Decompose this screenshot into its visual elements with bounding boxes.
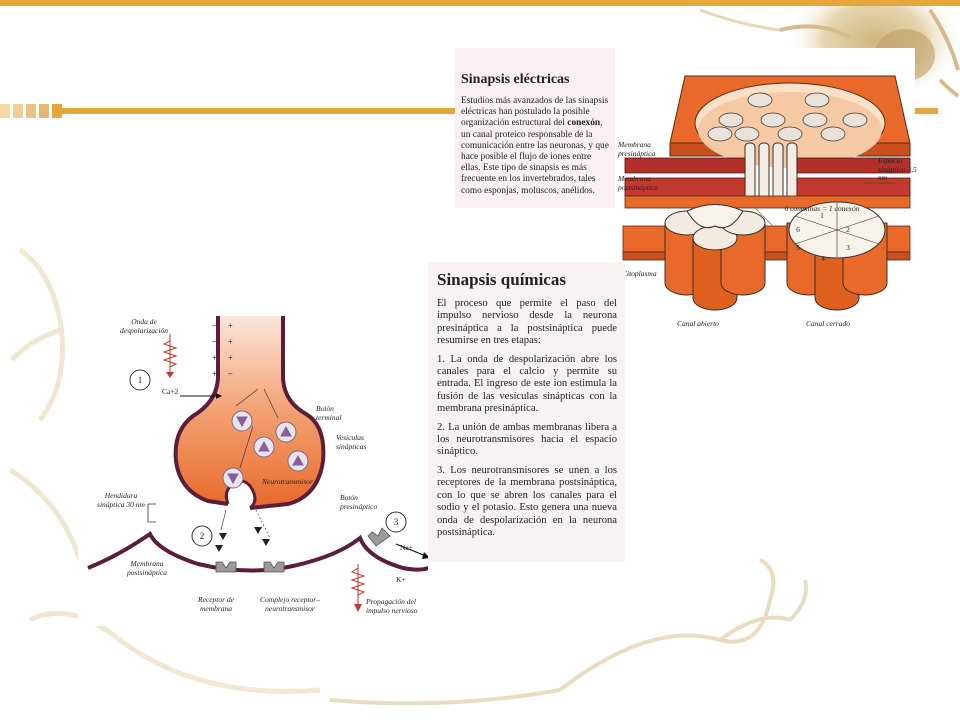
- connexin-number: 6: [796, 225, 800, 234]
- chemical-paragraph: 3. Los neurotransmisores se unen a los r…: [437, 464, 617, 538]
- membrane-charges: – + – + + + + –: [212, 321, 233, 378]
- top-accent-bar: [0, 0, 960, 6]
- connexin-number: 1: [820, 211, 824, 220]
- chemical-paragraph: 1. La onda de despolarización abre los c…: [437, 353, 617, 415]
- label-receptor-complex: Complejo receptor–neurotransmisor: [260, 595, 320, 613]
- label-synaptic-cleft: Hendidura sináptica 30 nm: [97, 491, 145, 509]
- chemical-synapse-text-panel: [425, 262, 625, 562]
- electrical-synapse-title: Sinapsis eléctricas: [461, 72, 570, 87]
- label-presynaptic-button: Botón presináptico: [340, 493, 378, 511]
- label-neurotransmitter: Neurotransmisor: [262, 477, 313, 486]
- label-terminal-button: Botón terminal: [316, 404, 342, 422]
- label-postsynaptic-membrane-chemical: Membrana postsináptica: [126, 559, 167, 577]
- svg-text:–: –: [212, 321, 217, 330]
- step-2-circle: [191, 525, 213, 547]
- svg-text:–: –: [228, 369, 233, 378]
- propagation-arrow: [350, 564, 366, 612]
- closed-channel: [786, 201, 888, 311]
- synaptic-vesicles: [222, 410, 309, 489]
- label-impulse-propagation: Propagación del impulso nervioso: [366, 597, 418, 615]
- membrane-receptors: [215, 527, 391, 573]
- chemical-synapse-title: Sinapsis químicas: [437, 270, 566, 289]
- svg-text:+: +: [228, 321, 233, 330]
- neuron-decoration-left: [8, 247, 321, 694]
- connexin-number: 5: [796, 243, 800, 252]
- depolarization-arrow: [162, 334, 178, 378]
- label-potassium: K+: [396, 575, 406, 584]
- accent-squares: [0, 104, 62, 118]
- label-synaptic-space: Espacio sináptico 3,5 nm: [878, 156, 917, 182]
- label-presynaptic-membrane-electrical: Membrana presináptica: [618, 140, 656, 158]
- neuron-decoration-bottom-right: [329, 558, 808, 706]
- electrical-synapse-diagram: [455, 48, 911, 311]
- label-sodium: Na+: [400, 543, 413, 552]
- electrical-text-part-2: , un canal proteico responsable de la co…: [461, 118, 609, 196]
- electrical-synapse-text: Estudios más avanzados de las sinapsis e…: [461, 96, 609, 197]
- label-cytoplasm: Citoplasma: [622, 269, 657, 278]
- label-synaptic-vesicles: Vesículas sinápticas: [336, 433, 367, 451]
- label-open-channel: Canal abierto: [677, 319, 719, 328]
- step-1-circle: [129, 369, 151, 391]
- svg-text:+: +: [228, 353, 233, 362]
- svg-text:+: +: [212, 353, 217, 362]
- chemical-synapse-text: El proceso que permite el paso del impul…: [437, 298, 617, 545]
- connexon-tops: [707, 92, 868, 142]
- chemical-paragraph: El proceso que permite el paso del impul…: [437, 298, 617, 347]
- label-postsynaptic-membrane-electrical: Membrana postsináptica: [618, 174, 659, 192]
- step-2-number: 2: [199, 531, 205, 541]
- svg-text:+: +: [228, 337, 233, 346]
- connexin-number: 3: [846, 243, 850, 252]
- step-3-circle: [385, 511, 407, 533]
- electrical-text-part-1: Estudios más avanzados de las sinapsis e…: [461, 96, 609, 129]
- chemical-synapse-panel: – + – + + + + –: [78, 246, 428, 626]
- svg-text:–: –: [212, 337, 217, 346]
- step-3-number: 3: [393, 517, 399, 527]
- connexin-number: 2: [846, 225, 850, 234]
- step-1-number: 1: [137, 375, 143, 385]
- chemical-synapse-diagram: – + – + + + + –: [87, 316, 428, 612]
- connexin-number: 4: [821, 254, 825, 263]
- label-membrane-receptor: Receptor de membrana: [197, 595, 235, 613]
- label-calcium: Ca+2: [162, 387, 179, 396]
- svg-text:+: +: [212, 369, 217, 378]
- label-depolarization-wave: Onda de despolarización: [120, 317, 168, 335]
- label-connexins: 6 conexinas = 1 conexón: [784, 204, 860, 213]
- chemical-paragraph: 2. La unión de ambas membranas libera a …: [437, 421, 617, 458]
- open-channel: [664, 204, 766, 311]
- released-neurotransmitters: [215, 527, 270, 552]
- gap-junction-channels: [744, 142, 798, 204]
- electrical-synapse-panel: [455, 48, 915, 338]
- label-closed-channel: Canal cerrado: [806, 319, 850, 328]
- connexon-term: conexón: [567, 118, 601, 129]
